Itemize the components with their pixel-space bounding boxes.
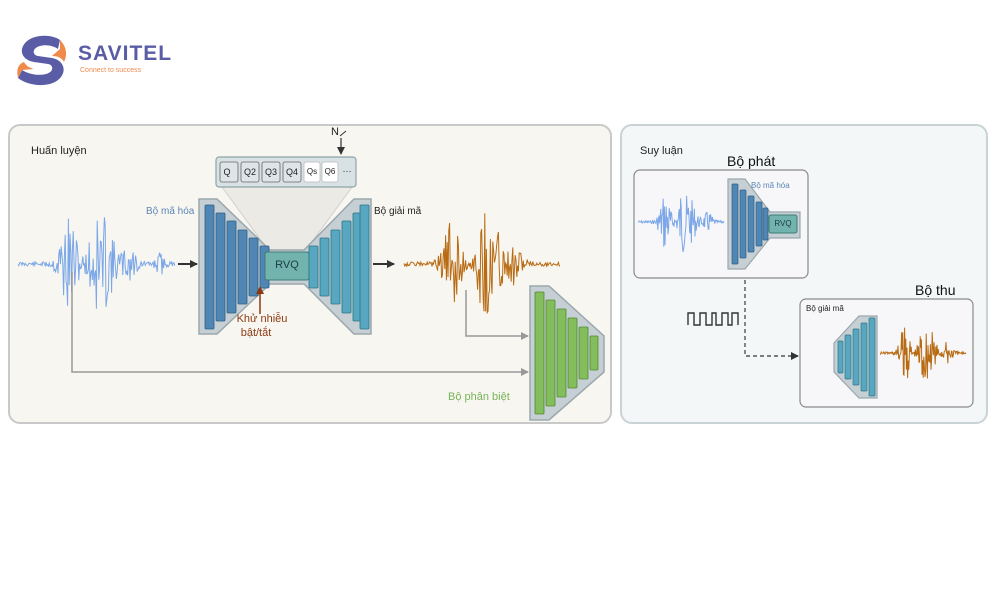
decoder-layers: [308, 204, 370, 330]
discriminator-layer-6: [589, 335, 599, 371]
transmitter-encoder-label: Bộ mã hóa: [751, 181, 790, 190]
encoder-layer-2: [215, 212, 226, 322]
transmitter-encoder-layer-4: [755, 201, 763, 247]
quantizer-label-2: Q2: [243, 167, 256, 177]
output-waveform: [403, 213, 561, 315]
discriminator-layer-5: [578, 326, 589, 380]
transmitter-encoder-layer-1: [731, 183, 739, 265]
discriminator-layer-1: [534, 291, 545, 415]
decoder-layer-4: [341, 220, 352, 314]
encoder-layer-5: [248, 237, 259, 297]
quantizer-label-3: Q3: [264, 167, 277, 177]
real-audio-path: [71, 272, 529, 376]
receiver-title: Bộ thu: [915, 282, 956, 298]
quantizer-cell-6: [321, 161, 339, 183]
logo-name: SAVITEL: [78, 42, 173, 65]
training-title: Huấn luyện: [31, 145, 87, 157]
decoder-layer-2: [319, 237, 330, 297]
decoder-layer-1: [308, 245, 319, 289]
input-waveform: [17, 217, 176, 309]
discriminator-layer-4: [567, 317, 578, 389]
decoder-layer-3: [330, 229, 341, 305]
receiver-decoder-label: Bộ giải mã: [806, 304, 844, 313]
quantizer-cell-1: [219, 161, 239, 183]
transmitter-rvq-box: [768, 214, 798, 234]
transmitter-rvq-label: RVQ: [774, 219, 792, 228]
bitstream-signal: [687, 312, 739, 326]
discriminator-label: Bộ phân biệt: [448, 391, 510, 403]
decoder-layer-6: [359, 204, 370, 330]
encoder-label: Bộ mã hóa: [146, 206, 195, 217]
quantizer-label-1: Q: [223, 167, 231, 177]
receiver-decoder-layers: [837, 317, 876, 397]
transmitter-input-waveform: [637, 195, 725, 253]
receiver-decoder-layer-3: [852, 328, 860, 386]
transmitter-encoder-layer-2: [739, 189, 747, 259]
receiver-decoder-layer-5: [868, 317, 876, 397]
discriminator-layer-2: [545, 299, 556, 407]
discriminator-layers: [534, 291, 599, 415]
transmitter-box: [633, 169, 809, 279]
rvq-label: RVQ: [275, 259, 299, 271]
quantizer-cell-2: [240, 161, 260, 183]
transmitter-title: Bộ phát: [727, 153, 776, 169]
denoise-label-1: Khử nhiễu: [236, 313, 288, 325]
quantizer-cells: [219, 161, 339, 183]
receiver-decoder-layer-2: [844, 334, 852, 380]
transmitter-encoder-layer-3: [747, 195, 755, 253]
quantizer-ellipsis: ···: [342, 166, 352, 176]
transmission-path: [744, 280, 799, 360]
discriminator-layer-3: [556, 308, 567, 398]
encoder-layer-3: [226, 220, 237, 314]
inference-title: Suy luận: [640, 145, 683, 157]
n-label: N: [331, 126, 339, 138]
n-tick: [339, 130, 347, 137]
logo-tagline: Connect to success: [80, 67, 142, 74]
receiver-decoder-layer-1: [837, 340, 844, 374]
receiver-decoder-layer-4: [860, 322, 868, 392]
decoder-label: Bộ giải mã: [374, 206, 422, 217]
quantizer-label-5: Qs: [306, 167, 318, 176]
quantizer-cell-5: [303, 161, 321, 183]
encoder-layer-4: [237, 229, 248, 305]
quantizer-label-4: Q4: [285, 167, 298, 177]
encoder-layer-1: [204, 204, 215, 330]
generated-audio-path: [465, 290, 529, 340]
quantizer-cell-3: [261, 161, 281, 183]
receiver-output-waveform: [879, 327, 967, 379]
savitel-logo-mark: [17, 35, 67, 86]
transmitter-encoder-layer-5: [762, 207, 769, 241]
quantizer-label-6: Q6: [324, 167, 336, 176]
denoise-label-2: bật/tắt: [240, 327, 272, 339]
transmitter-encoder-layers: [731, 183, 769, 265]
quantizer-cell-4: [282, 161, 302, 183]
